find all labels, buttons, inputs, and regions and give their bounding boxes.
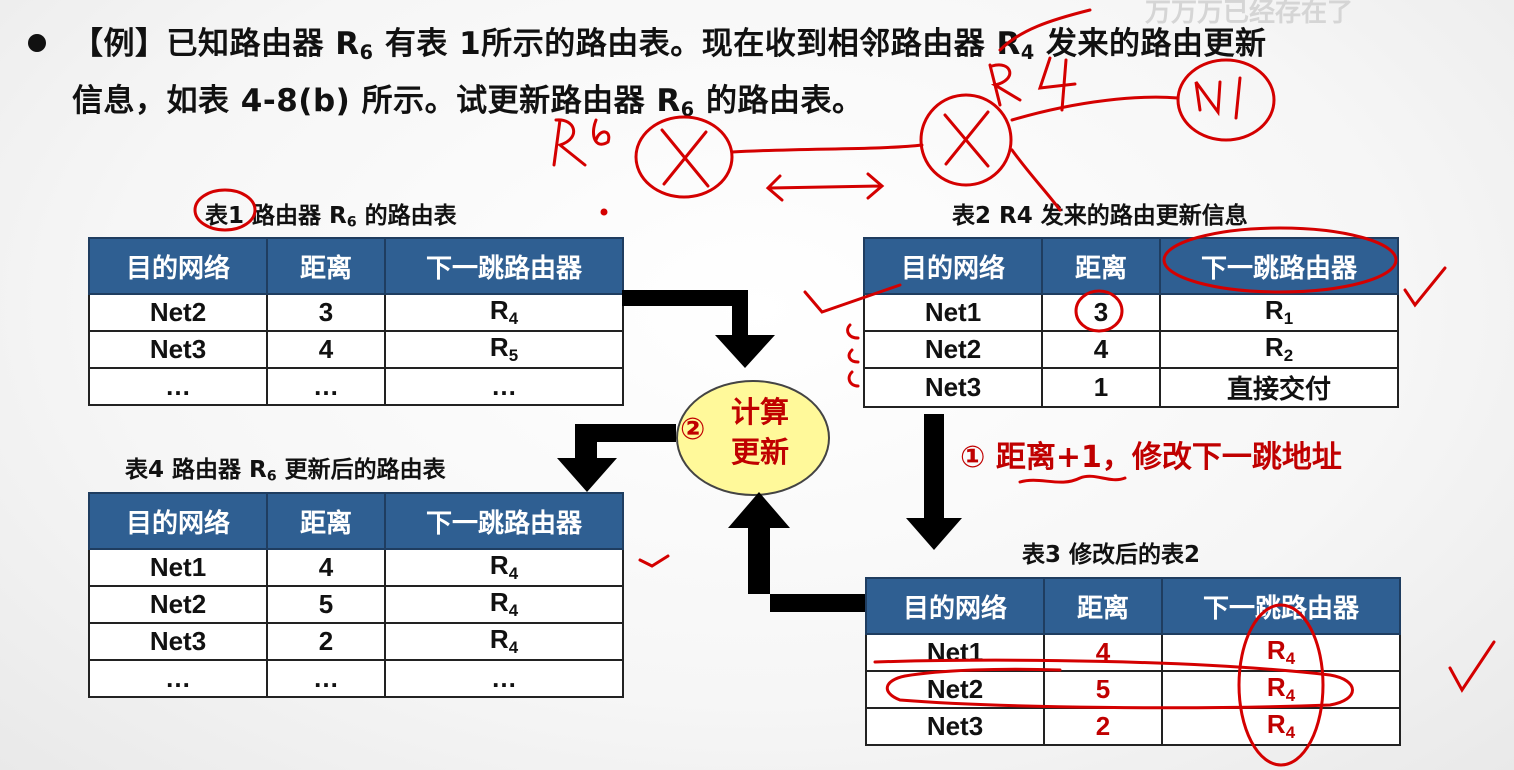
cell-dist: 2	[266, 622, 386, 661]
cell-next: R4	[384, 293, 624, 332]
cell-dest: Net1	[863, 293, 1043, 332]
step2-number: ②	[680, 412, 706, 447]
cell-dist: 4	[1043, 633, 1163, 672]
cell-dest: Net1	[88, 548, 268, 587]
cell-next: R2	[1159, 330, 1399, 369]
hand-check-3	[1448, 640, 1496, 693]
hand-n1-label	[1194, 76, 1242, 120]
hand-arc-top	[998, 8, 1092, 52]
arrow-t1-to-compute	[622, 290, 775, 368]
cell-dest: Net2	[88, 585, 268, 624]
cell-dist: …	[266, 367, 386, 406]
arrow-t3-to-compute	[728, 492, 865, 612]
table4-caption: 表4 路由器 R6 更新后的路由表	[125, 457, 446, 485]
hand-circle-n1-node	[1176, 58, 1276, 142]
cell-dist: 5	[266, 585, 386, 624]
cell-dest: Net3	[88, 622, 268, 661]
cell-next: R4	[1161, 670, 1401, 709]
cell-next: 直接交付	[1159, 367, 1399, 408]
hand-circle-table1-label	[193, 188, 257, 232]
header-distance: 距离	[1043, 577, 1163, 635]
hand-circle-r4-node	[919, 93, 1013, 187]
compute-update-ellipse	[676, 380, 830, 496]
cell-next: R4	[1161, 707, 1401, 746]
cell-dest: Net3	[865, 707, 1045, 746]
header-next-hop: 下一跳路由器	[1159, 237, 1399, 295]
cell-next: R4	[384, 622, 624, 661]
cell-dest: Net2	[863, 330, 1043, 369]
hand-r4-label	[988, 56, 1077, 112]
header-next-hop: 下一跳路由器	[384, 237, 624, 295]
table-row: ………	[88, 659, 624, 698]
hand-loop-net2-row	[873, 658, 1354, 710]
hand-circle-r4-column	[1237, 603, 1325, 767]
cell-dest: Net3	[863, 367, 1043, 408]
header-dest: 目的网络	[88, 492, 268, 550]
hand-check-2	[1403, 266, 1447, 308]
cell-next: R5	[384, 330, 624, 369]
cell-next: …	[384, 659, 624, 698]
cell-dest: Net3	[88, 330, 268, 369]
bullet-icon	[28, 34, 46, 52]
hand-circle-distance-3	[1074, 289, 1124, 333]
cell-next: …	[384, 367, 624, 406]
hand-underline-distance	[1018, 474, 1127, 484]
table1-caption: 表1 路由器 R6 的路由表	[205, 203, 457, 231]
cell-dist: …	[266, 659, 386, 698]
hand-circle-r6-node	[634, 115, 734, 199]
cell-dist: 3	[1041, 293, 1161, 332]
cell-dist: 3	[266, 293, 386, 332]
header-next-hop: 下一跳路由器	[384, 492, 624, 550]
header-distance: 距离	[1041, 237, 1161, 295]
arrow-t2-to-t3	[906, 414, 962, 550]
hand-r6-label	[552, 118, 611, 167]
watermark-text: 万万万已经存在了	[1145, 0, 1354, 28]
header-dest: 目的网络	[865, 577, 1045, 635]
cell-dest: …	[88, 659, 268, 698]
hand-check-4	[638, 554, 670, 568]
compute-label: 计算更新	[730, 395, 789, 469]
arrow-compute-to-t4	[557, 424, 676, 492]
table-row: ………	[88, 367, 624, 406]
cell-dist: 1	[1041, 367, 1161, 408]
header-distance: 距离	[266, 237, 386, 295]
cell-dest: Net2	[88, 293, 268, 332]
cell-next: R4	[384, 585, 624, 624]
step1-note: ① 距离+1，修改下一跳地址	[960, 440, 1342, 475]
table3-caption: 表3 修改后的表2	[1022, 542, 1201, 568]
hand-check-1	[803, 283, 902, 314]
cell-next: R1	[1159, 293, 1399, 332]
cell-dist: 4	[1041, 330, 1161, 369]
header-distance: 距离	[266, 492, 386, 550]
hand-circle-next-hop-header	[1162, 226, 1398, 294]
cell-dist: 4	[266, 548, 386, 587]
table2-caption: 表2 R4 发来的路由更新信息	[952, 203, 1248, 229]
cell-dist: 2	[1043, 707, 1163, 746]
header-dest: 目的网络	[88, 237, 268, 295]
intro-text: 【例】已知路由器 R6 有表 1所示的路由表。现在收到相邻路由器 R4 发来的路…	[72, 26, 1267, 121]
header-dest: 目的网络	[863, 237, 1043, 295]
cell-dist: 4	[266, 330, 386, 369]
cell-next: R4	[384, 548, 624, 587]
cell-dest: …	[88, 367, 268, 406]
